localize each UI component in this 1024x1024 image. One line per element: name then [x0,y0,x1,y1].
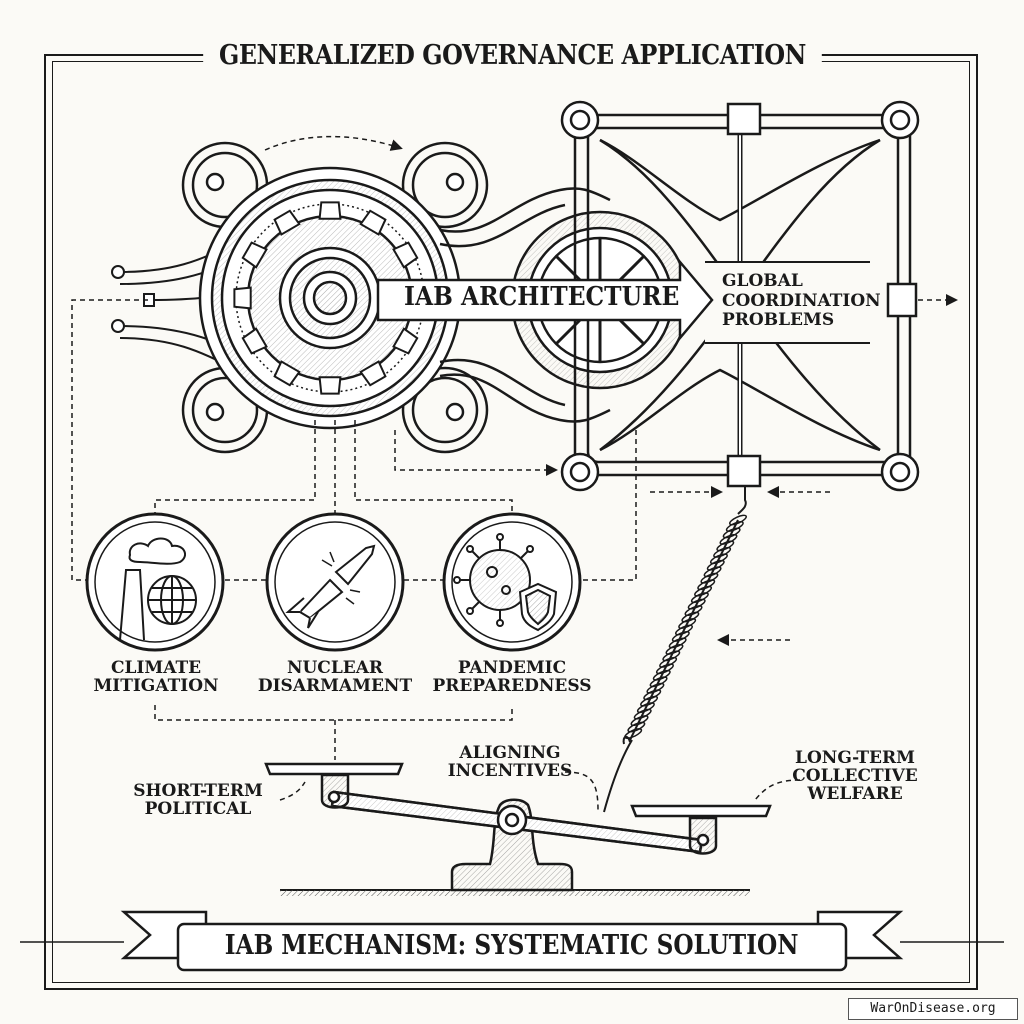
spring-coil [687,598,706,610]
gear-tooth [392,327,419,355]
spring-coil [709,553,728,565]
spring-coil [643,689,662,701]
spring-coil [684,605,703,617]
spring-coil [633,708,652,720]
flow-lines [71,135,958,811]
credit-link[interactable]: WarOnDisease.org [848,998,1018,1020]
spring-coil [697,579,716,591]
banner-ribbon [20,910,1004,972]
category-label-climate: CLIMATE MITIGATION [93,658,219,696]
spring-coil [728,514,748,526]
virus-shield-icon [453,533,558,632]
spring-coil [652,669,671,681]
category-label-pandemic: PANDEMIC PREPAREDNESS [432,658,592,696]
spring-coil [665,643,684,655]
spring-coil [716,540,735,552]
spring-coil [662,650,681,662]
spring-coil [627,721,646,733]
spring-coil [681,611,700,623]
diagram-title: GENERALIZED GOVERNANCE APPLICATION [0,40,1024,71]
spring-coil [668,637,687,649]
arrow-label: IAB ARCHITECTURE [404,282,680,312]
left-gear-assembly [198,166,462,430]
category-label-nuclear: NUCLEAR DISARMAMENT [257,658,413,696]
long-term-label: LONG-TERM COLLECTIVE WELFARE [792,748,918,804]
gear-tooth [241,327,268,355]
spring-coil [713,546,732,558]
gear-tooth [273,209,301,236]
iab-arrow [376,258,714,342]
spring-coil [722,527,741,539]
spring-coil [690,592,709,604]
spring-coil [725,521,744,532]
spring-coil [719,533,738,545]
spring-coil [694,585,713,597]
gear-tooth [233,286,252,310]
gear-tooth [359,360,387,387]
spring-coil [671,631,690,642]
spring-coil [674,624,694,636]
spring-coil [706,559,725,571]
gear-tooth [318,376,342,395]
gear-tooth [273,360,301,387]
spring-coil [703,566,722,578]
aligning-incentives-label: ALIGNING INCENTIVES [447,743,573,781]
spring-coil [659,656,678,668]
gear-tooth [392,241,419,269]
spring-coil [630,715,649,727]
factory-globe-icon [119,537,197,641]
spring-coil [678,618,697,629]
gear-tooth [359,209,387,236]
spring-coil [646,682,665,694]
target-panel [705,262,877,342]
gear-tooth [318,201,342,220]
broken-missile-icon [285,544,376,629]
tension-spring [629,486,747,741]
balance-scale [264,736,772,896]
spring-coil [640,695,659,707]
spring-coil [636,702,655,714]
short-term-label: SHORT-TERM POLITICAL [133,781,263,819]
spring-coil [655,663,674,675]
gear-tooth [241,241,268,269]
spring-coil [700,572,719,584]
spring-coil [649,676,668,688]
banner-title: IAB MECHANISM: SYSTEMATIC SOLUTION [225,930,799,961]
target-label: GLOBAL COORDINATION PROBLEMS [722,271,881,331]
spring-coils [624,514,748,739]
connector-pipes [439,187,611,423]
